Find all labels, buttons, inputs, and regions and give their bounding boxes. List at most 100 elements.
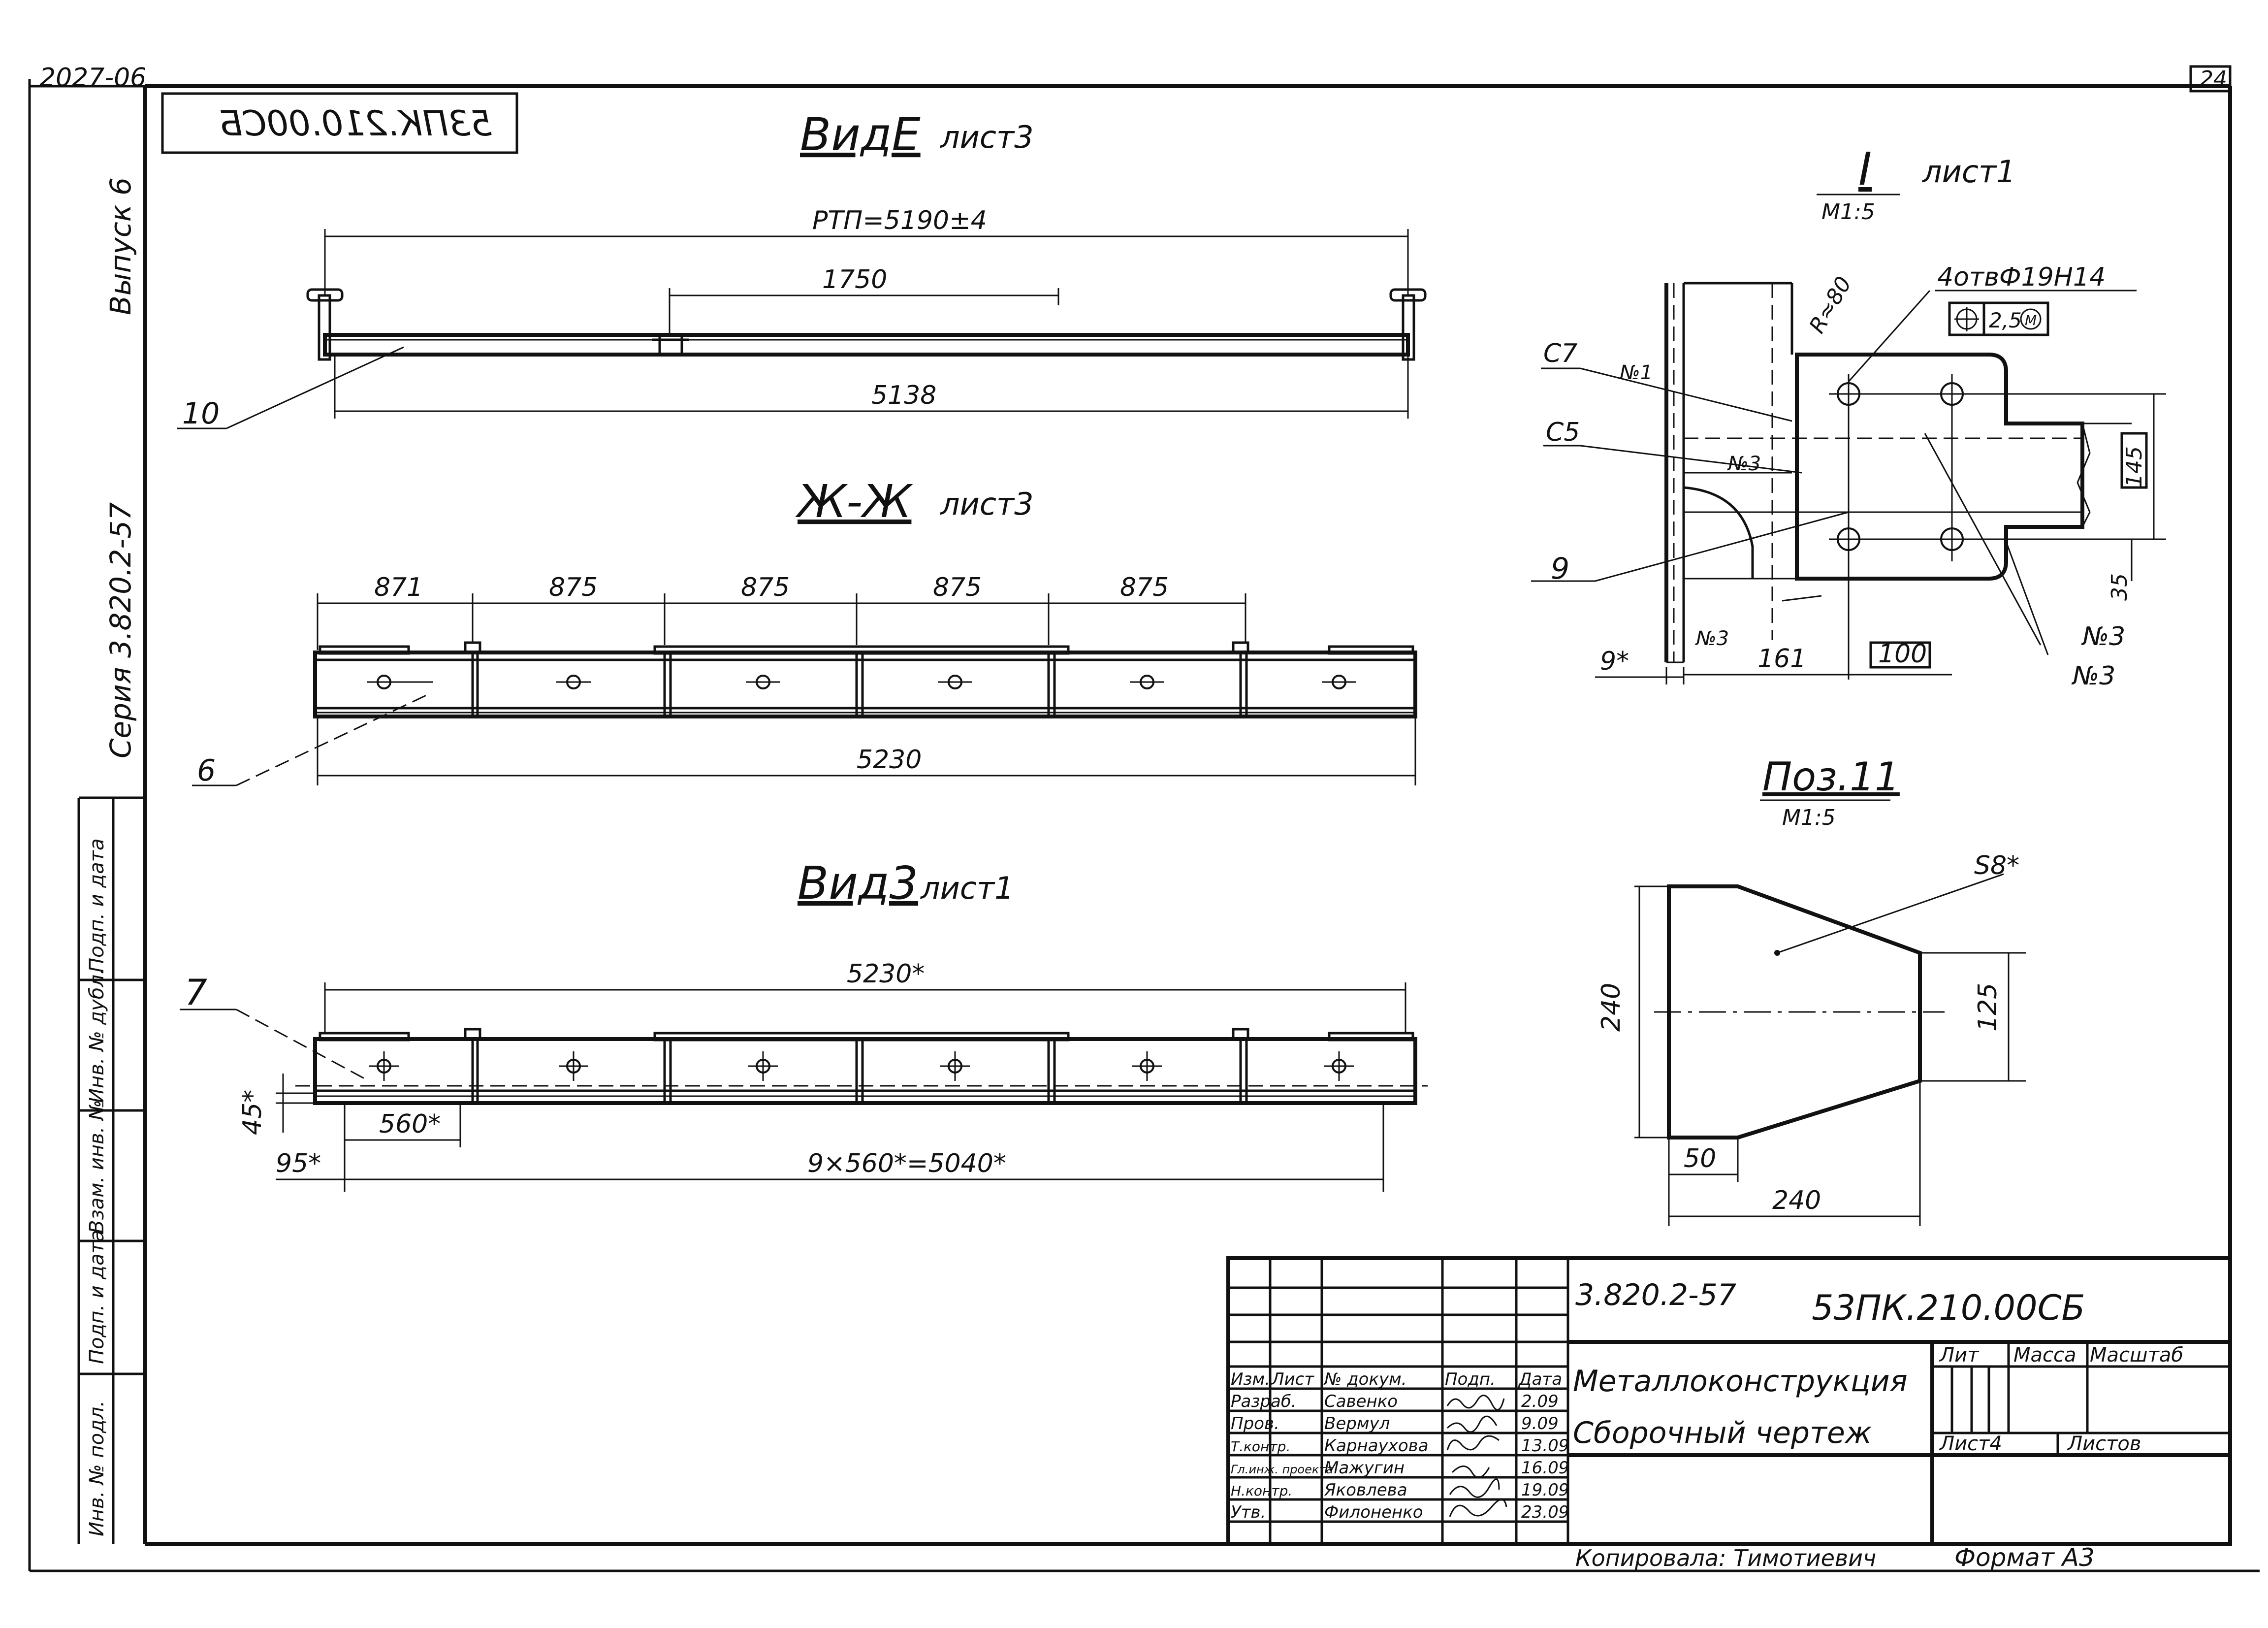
tb-row2-name: Вермул [1324,1414,1390,1433]
detail-i: I лист1 М1:5 [1531,143,2166,684]
section-zh-holes [367,675,1356,689]
tb-series-code: 3.820.2-57 [1575,1278,1736,1312]
detail-i-pos9: 9 [1551,552,1569,586]
pos11-s8: S8* [1974,851,2019,880]
detail-i-sheet-ref: лист1 [1922,154,2016,190]
tb-row1-name: Савенко [1324,1392,1398,1411]
tb-row3-name: Карнаухова [1324,1436,1429,1456]
detail-i-holes-note: 4отвФ19Н14 [1937,262,2106,292]
pos11-scale: М1:5 [1782,805,1836,830]
detail-i-c5: С5 [1546,418,1580,447]
tb-row2-date: 9.09 [1521,1414,1559,1433]
detail-i-n3b: №3 [1695,627,1729,650]
section-zh-beam [313,641,1417,718]
view-e-dims [324,229,1409,419]
view-z-beam [295,1028,1428,1105]
detail-i-title: I [1858,143,1872,195]
tb-row6-name: Филоненко [1324,1502,1423,1522]
tb-row6-role: Утв. [1231,1502,1266,1522]
view-e-dim-bottom: 5138 [871,381,936,410]
stamp-vzam-inv: Взам. инв. № [86,1100,108,1234]
view-z-dim-pitch: 560* [379,1109,441,1139]
detail-i-radius: R≈80 [1804,272,1856,337]
view-z-dim-total: 9×560*=5040* [807,1149,1006,1178]
section-zh-dim-1: 871 [374,573,423,602]
detail-i-9star: 9* [1600,647,1629,676]
stamp-inv-podl: Инв. № подл. [86,1400,108,1536]
detail-i-100: 100 [1878,639,1927,669]
stamp-podp-data-1: Подп. и дата [86,1230,108,1364]
detail-i-145: 145 [2122,446,2147,488]
view-z-dim-height: 45* [238,1090,267,1135]
mirrored-code-box: 53ПК.210.00СБ [161,92,518,154]
stamp-podp-data-2: Подп. и дата [86,839,108,973]
view-z-dim-overall: 5230* [847,959,925,989]
pos11-h125: 125 [1973,983,2003,1032]
tb-sheets: Листов [2067,1433,2141,1455]
side-stamp [77,796,145,1544]
detail-i-161: 161 [1757,644,1806,674]
tb-row5-role: Н.контр. [1231,1483,1292,1499]
tb-row5-date: 19.09 [1521,1480,1569,1500]
tb-doc-code: 53ПК.210.00СБ [1812,1288,2085,1328]
tb-row1-date: 2.09 [1521,1392,1559,1411]
pos11-w240: 240 [1772,1186,1821,1215]
tb-name-line2: Сборочный чертеж [1573,1416,1872,1450]
tb-name-line1: Металлоконструкция [1573,1364,1908,1399]
section-zh-dim-5: 875 [1120,573,1169,602]
section-zh: Ж-Ж лист3 [192,475,1417,788]
signatures [1446,1395,1507,1517]
issue-label: Выпуск 6 [104,177,137,315]
stamp-inv-dubl: Инв. № дубл. [86,968,108,1103]
detail-i-n3d: №3 [2071,661,2115,691]
tb-header-date: Дата [1518,1369,1562,1389]
tb-row5-name: Яковлева [1324,1480,1407,1500]
view-z-dims [276,982,1406,1192]
detail-i-35: 35 [2107,573,2132,601]
sheet-frame [28,65,2260,1572]
tb-row4-date: 16.09 [1521,1458,1569,1478]
corner-number: 2027-06 [39,63,146,93]
pos11: Поз.11 М1:5 [1634,754,2026,1226]
view-z-sheet-ref: лист1 [920,870,1014,906]
tb-row6-date: 23.09 [1521,1502,1569,1522]
section-zh-title: Ж-Ж [795,475,913,528]
detail-i-n3a: №3 [1727,453,1761,475]
view-z-title: Вид3 [798,857,918,910]
tb-sheet: Лист4 [1939,1433,2002,1455]
pos11-title: Поз.11 [1762,754,1900,800]
view-z-callout: 7 [185,972,207,1013]
detail-i-tol-mod: М [2025,312,2037,328]
view-e-dim-middle: 1750 [822,265,887,294]
pos11-w50: 50 [1684,1144,1716,1173]
tb-row1-role: Разраб. [1231,1392,1297,1411]
view-z-holes [369,1051,1354,1081]
copied-by: Копировала: Тимотиевич [1575,1545,1876,1571]
view-z-dim-end: 95* [276,1149,321,1178]
view-e-sheet-ref: лист3 [940,119,1034,155]
detail-i-n1: №1 [1619,361,1653,384]
sheet-number: 24 [2200,66,2227,92]
tb-row4-name: Мажугин [1324,1458,1405,1478]
tb-row3-role: Т.контр. [1231,1438,1290,1455]
detail-i-c7: С7 [1543,339,1577,368]
series-label: Серия 3.820.2-57 [104,502,137,758]
section-zh-callout: 6 [197,753,216,788]
tb-col-scale: Масштаб [2090,1344,2183,1367]
view-e-dim-overall: РТП=5190±4 [812,206,987,235]
mirrored-doc-code: 53ПК.210.00СБ [219,103,493,144]
section-zh-dim-2: 875 [549,573,598,602]
title-block [1226,1256,2232,1546]
section-zh-sheet-ref: лист3 [940,486,1034,522]
view-e-beam [306,288,1427,361]
detail-i-scale: М1:5 [1821,199,1875,225]
view-z: Вид3 лист1 [180,857,1428,1192]
tb-row3-date: 13.09 [1521,1436,1569,1456]
view-e-title: ВидЕ [800,108,921,161]
tb-row2-role: Пров. [1231,1414,1279,1433]
view-e-callout: 10 [182,396,220,431]
detail-i-tolerance: 2,5 [1989,308,2022,332]
tb-col-lit: Лит [1939,1344,1980,1367]
tb-header-doc: № докум. [1323,1369,1407,1389]
